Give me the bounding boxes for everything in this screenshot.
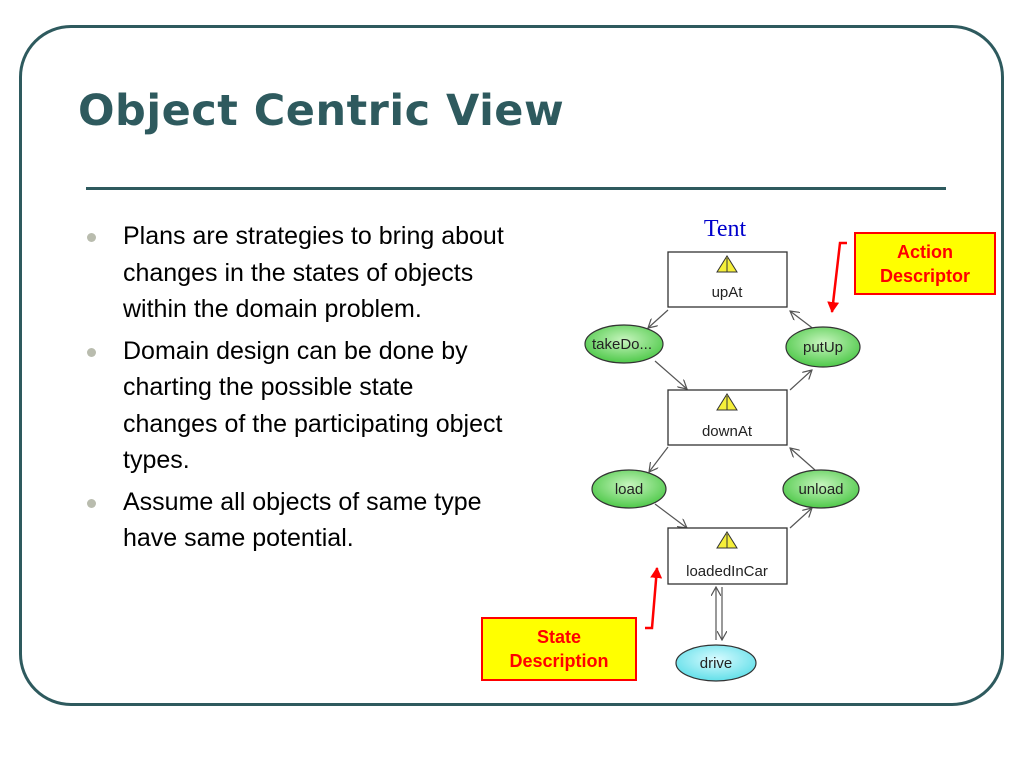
slide-frame xyxy=(19,25,1004,706)
action-node-drive: drive xyxy=(675,644,757,682)
action-label: unload xyxy=(798,481,843,498)
state-callout-pointer xyxy=(645,567,663,630)
state-node-upat: upAt xyxy=(667,251,788,308)
state-node-loadedincar: loadedInCar xyxy=(667,527,788,585)
action-node-takedown: takeDo... xyxy=(584,324,664,364)
state-node-downat: downAt xyxy=(667,389,788,446)
arrow-takedown-to-downat xyxy=(654,360,687,389)
callout-line: Description xyxy=(509,651,609,671)
action-label: load xyxy=(615,481,643,498)
arrow-upat-to-takedown xyxy=(648,309,669,328)
bullet-item: Assume all objects of same type have sam… xyxy=(85,484,510,557)
bullet-item: Domain design can be done by charting th… xyxy=(85,333,510,479)
title-divider xyxy=(86,187,946,190)
arrow-downat-to-putup xyxy=(789,370,812,391)
state-icon xyxy=(716,393,738,411)
action-descriptor-callout: Action Descriptor xyxy=(854,232,996,295)
arrow-load-to-loadedincar xyxy=(654,503,687,528)
bullet-text: Domain design can be done by charting th… xyxy=(123,336,503,475)
slide-title: Object Centric View xyxy=(78,86,565,136)
callout-pointers xyxy=(645,241,847,630)
state-icon xyxy=(716,255,738,273)
action-node-putup: putUp xyxy=(785,326,861,368)
action-node-unload: unload xyxy=(782,469,860,509)
arrow-unload-to-downat xyxy=(790,448,816,471)
state-label: upAt xyxy=(712,284,744,301)
arrow-putup-to-upat xyxy=(790,311,816,331)
action-callout-pointer xyxy=(827,241,847,313)
state-label: loadedInCar xyxy=(686,563,768,580)
action-label: putUp xyxy=(803,339,843,356)
callout-line: Action xyxy=(897,241,953,262)
bullet-list: Plans are strategies to bring about chan… xyxy=(85,218,510,562)
bullet-item: Plans are strategies to bring about chan… xyxy=(85,218,510,328)
state-icon xyxy=(716,531,738,549)
action-label: takeDo... xyxy=(592,336,652,353)
bullet-text: Assume all objects of same type have sam… xyxy=(123,487,482,553)
state-label: downAt xyxy=(702,423,753,440)
state-description-callout: State Description xyxy=(481,617,637,681)
callout-line: Descriptor xyxy=(879,265,971,286)
transition-arrows xyxy=(648,309,816,640)
bullet-dot-icon xyxy=(87,233,96,242)
bullet-dot-icon xyxy=(87,347,96,357)
arrow-loadedincar-to-unload xyxy=(789,508,812,529)
object-type-label: Tent xyxy=(704,216,747,242)
action-node-load: load xyxy=(591,469,667,509)
callout-line: State xyxy=(536,627,581,647)
arrow-downat-to-load xyxy=(649,446,669,472)
bullet-text: Plans are strategies to bring about chan… xyxy=(123,222,504,323)
action-label: drive xyxy=(700,655,733,672)
bullet-dot-icon xyxy=(87,498,96,508)
